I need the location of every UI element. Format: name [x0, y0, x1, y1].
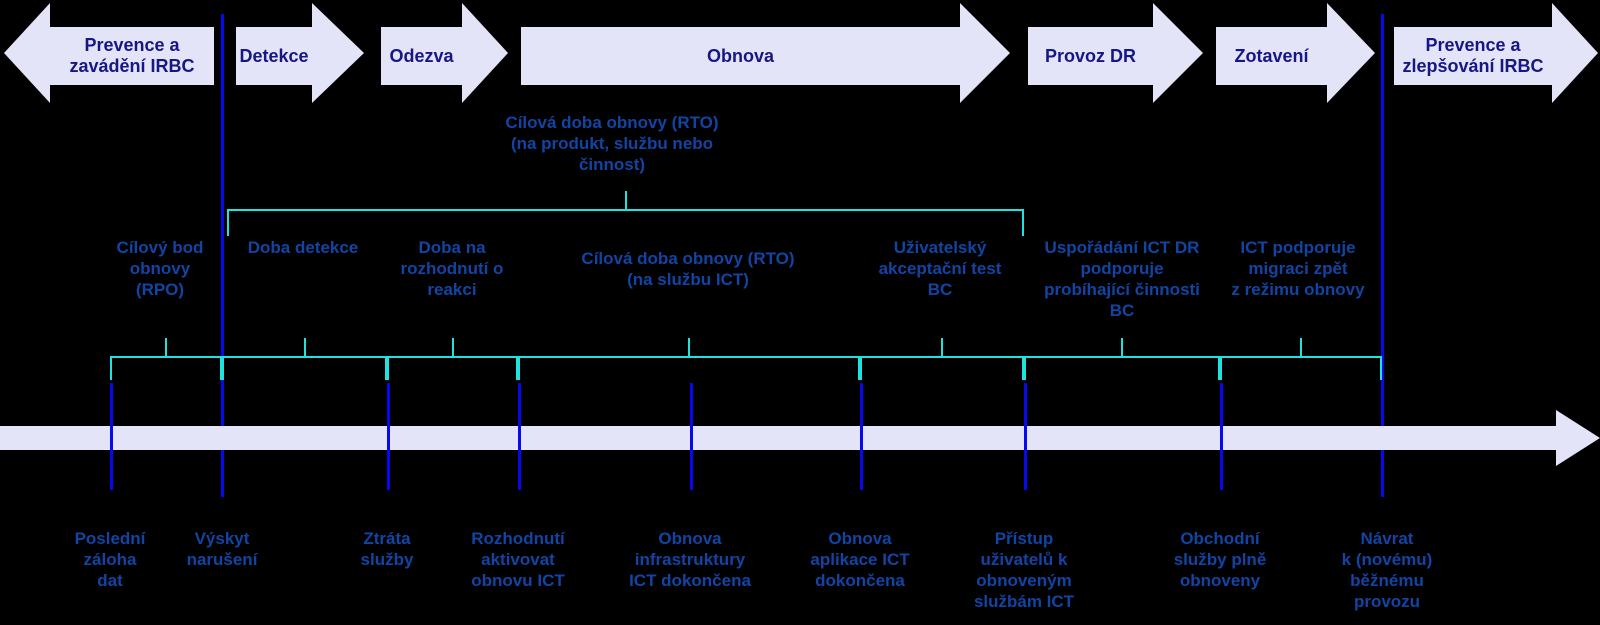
brace-mid-tick-icon: [451, 338, 454, 356]
brace-mid-tick-icon: [688, 338, 690, 356]
brace-end-icon: [858, 358, 860, 380]
brace-end-icon: [1220, 358, 1222, 380]
brace-end-icon: [220, 358, 222, 380]
duration-label-uat-bc: Uživatelský akceptační test BC: [878, 238, 1002, 299]
event-label-vyskyt-naruseni: Výskyt narušení: [186, 529, 258, 569]
duration-label-doba-detekce: Doba detekce: [247, 238, 359, 257]
brace-end-icon: [1022, 358, 1024, 380]
event-label-ztrata-sluzby: Ztráta služby: [360, 529, 414, 569]
phase-arrow-detekce: [236, 27, 312, 85]
phase-arrow-provoz-dr: [1028, 27, 1153, 85]
brace-end-icon: [1380, 358, 1382, 380]
brace-mid-tick-icon: [624, 191, 627, 209]
duration-label-ict-dr-bc: Uspořádání ICT DR podporuje probíhající …: [1044, 238, 1200, 320]
event-label-obnova-infrastruktury: Obnova infrastruktury ICT dokončena: [629, 529, 751, 590]
brace-end-icon: [110, 358, 112, 380]
phase-arrow-prevence-zavadeni: [50, 27, 214, 85]
brace-end-icon: [385, 358, 387, 380]
event-label-posledni-zaloha: Poslední záloha dat: [74, 529, 146, 590]
phase-label-prevence-zavadeni: Prevence a zavádění IRBC: [69, 35, 195, 76]
brace-end-icon: [222, 358, 224, 380]
event-label-navrat: Návrat k (novému) běžnému provozu: [1341, 529, 1433, 611]
duration-brace-doba-rozhodnuti: [387, 338, 518, 380]
phase-label-odezva: Odezva: [389, 45, 454, 66]
event-label-obchodni-sluzby: Obchodní služby plně obnoveny: [1173, 529, 1267, 590]
brace-mid-tick-icon: [303, 338, 306, 356]
event-tick-obnova-infrastruktury: [690, 383, 693, 490]
phase-label-zotaveni: Zotavení: [1234, 45, 1309, 66]
brace-end-icon: [1024, 358, 1026, 380]
phase-arrow-prevence-zlepsovani: [1394, 27, 1552, 85]
arrow-head-icon: [960, 3, 1010, 103]
duration-brace-doba-detekce: [222, 338, 387, 380]
brace-mid-tick-icon: [1121, 338, 1123, 356]
event-tick-obchodni-sluzby: [1220, 383, 1223, 490]
return-to-normal-line: [1381, 14, 1384, 497]
event-tick-ztrata-sluzby: [387, 383, 390, 490]
brace-end-icon: [227, 211, 229, 236]
duration-label-rto-ict: Cílová doba obnovy (RTO) (na službu ICT): [581, 249, 795, 289]
brace-end-icon: [516, 358, 518, 380]
duration-brace-uat-bc: [860, 338, 1024, 380]
phase-arrow-odezva: [381, 27, 462, 85]
event-tick-pristup-uzivatelu: [1024, 383, 1027, 490]
brace-mid-tick-icon: [165, 338, 167, 356]
arrow-head-left-icon: [4, 3, 50, 103]
duration-brace-rto-product: [227, 191, 1024, 236]
brace-end-icon: [1022, 211, 1024, 236]
arrow-head-icon: [1552, 3, 1598, 103]
brace-end-icon: [1218, 358, 1220, 380]
event-label-obnova-aplikace: Obnova aplikace ICT dokončena: [810, 529, 910, 590]
duration-brace-rpo: [110, 338, 222, 380]
event-tick-posledni-zaloha: [110, 383, 113, 490]
duration-label-rpo: Cílový bod obnovy (RPO): [116, 238, 204, 299]
arrow-head-icon: [1327, 3, 1375, 103]
event-label-rozhodnuti: Rozhodnutí aktivovat obnovu ICT: [471, 529, 565, 590]
arrow-head-icon: [462, 3, 508, 103]
phase-label-provoz-dr: Provoz DR: [1044, 45, 1136, 66]
event-tick-obnova-aplikace: [860, 383, 863, 490]
phase-label-detekce: Detekce: [239, 45, 309, 66]
brace-mid-tick-icon: [941, 338, 943, 356]
duration-label-rto-product: Cílová doba obnovy (RTO) (na produkt, sl…: [505, 113, 719, 174]
timeline-arrowhead-icon: [1556, 410, 1600, 466]
phase-label-obnova: Obnova: [706, 45, 774, 66]
phase-arrow-obnova: [521, 27, 960, 85]
duration-brace-ict-dr-bc: [1024, 338, 1220, 380]
brace-end-icon: [518, 358, 520, 380]
phase-arrow-zotaveni: [1216, 27, 1327, 85]
timeline-band: [0, 426, 1556, 450]
arrow-head-icon: [1153, 3, 1203, 103]
event-tick-rozhodnuti: [518, 383, 521, 490]
duration-label-ict-migrace: ICT podporuje migraci zpět z režimu obno…: [1231, 238, 1365, 299]
duration-label-doba-rozhodnuti: Doba na rozhodnutí o reakci: [400, 238, 504, 299]
duration-brace-rto-ict: [518, 338, 860, 380]
brace-end-icon: [387, 358, 389, 380]
event-label-pristup-uzivatelu: Přístup uživatelů k obnoveným službám IC…: [973, 529, 1075, 611]
duration-brace-ict-migrace: [1220, 338, 1382, 380]
brace-mid-tick-icon: [1300, 338, 1302, 356]
incident-occurrence-line: [221, 14, 224, 497]
arrow-head-icon: [312, 3, 364, 103]
brace-end-icon: [860, 358, 862, 380]
phase-label-prevence-zlepsovani: Prevence a zlepšování IRBC: [1402, 35, 1544, 76]
